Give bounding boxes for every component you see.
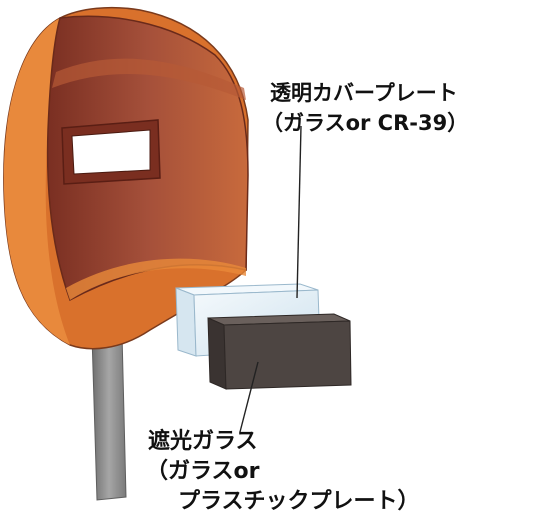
viewing-window [71, 129, 151, 175]
mask-shell-side [3, 18, 71, 345]
filter-glass [223, 320, 352, 390]
cover-plate-label-line2: （ガラスor CR-39） [262, 111, 468, 135]
filter-glass-side [207, 317, 227, 390]
cover-plate-leader [296, 125, 302, 299]
mask-lower-rim [66, 258, 246, 300]
cover-plate-label-line1: 透明カバープレート [270, 81, 458, 105]
cover-plate [175, 287, 197, 357]
filter-glass-label-line3: プラスチックプレート） [178, 489, 420, 514]
filter-glass-leader [239, 361, 259, 433]
mask-handle [91, 333, 127, 501]
filter-glass-label-line1: 遮光ガラス [148, 428, 258, 454]
mask-top-rim [52, 58, 246, 100]
filter-glass-label-line2: （ガラスor [146, 459, 260, 484]
